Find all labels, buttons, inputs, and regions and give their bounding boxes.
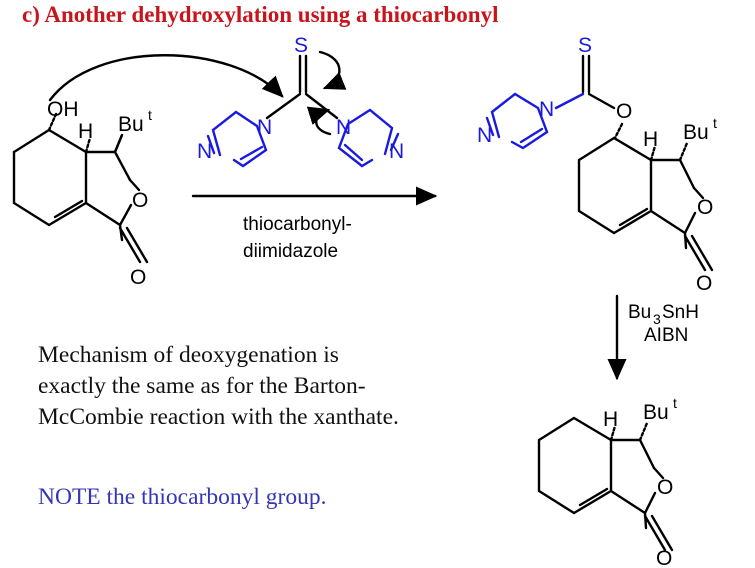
product-sulfur-label: S [578,34,592,57]
final-carbonyl-o-label: O [656,547,672,568]
product-tbutyl-label: Bu [683,121,709,144]
product-lactone-o-label: O [697,196,713,219]
note-line-1: Mechanism of deoxygenation is [38,342,339,368]
note-line-2: exactly the same as for the Barton- [38,373,366,399]
tcdi-sulfur-label: S [294,34,308,57]
tcdi-n3-label: N [197,140,212,163]
mechanism-note: Mechanism of deoxygenation is exactly th… [38,340,399,433]
product-n1-label: N [539,98,554,121]
tcdi-n1-label: N [257,116,272,139]
final-lactone-o-label: O [657,476,673,499]
product-h-label: H [643,128,658,151]
reagent2-line1: Bu 3 SnH [628,302,699,327]
tcdi-n1b-label: N [336,116,351,139]
ring-h-label: H [78,120,93,143]
product-n3-label: N [477,124,492,147]
imidazolide-product: S N N O H Bu t O O [477,34,717,295]
tbutyl-label: Bu [118,113,144,136]
final-h-label: H [603,408,618,431]
hashed-bond-h [84,136,92,154]
reagent1-line2: diimidazole [243,241,338,262]
stannane-label: SnH [662,302,699,323]
final-tbutyl-sup: t [673,395,677,411]
curved-arrow-thione [318,50,347,90]
carbonyl-o-label: O [130,266,146,289]
deoxygenated-product: H Bu t O O [537,395,677,568]
reagent2-line2: AIBN [644,325,688,346]
reagent1-line1: thiocarbonyl- [243,214,352,235]
thiocarbonyl-note: NOTE the thiocarbonyl group. [38,484,327,510]
product-carbonyl-o-label: O [696,272,712,295]
tributyl-label: Bu [628,302,651,323]
product-tbutyl-sup: t [713,115,717,131]
note-line-3: McCombie reaction with the xanthate. [38,404,399,430]
tcdi-reagent: S N N N N [197,34,404,168]
hashed-bond-oh [47,112,58,132]
curved-arrow-attack [48,54,284,102]
curved-arrow-leaving [306,106,332,136]
final-tbutyl-label: Bu [643,401,669,424]
hashed-bond-bu [113,133,124,154]
ring-bonds-left [12,128,88,227]
tcdi-n3b-label: N [389,140,404,163]
lactone-o-label: O [132,189,148,212]
tbutyl-sup: t [148,107,152,123]
hydroxyl-label: OH [47,98,79,121]
slide-title: c) Another dehydroxylation using a thioc… [22,2,499,27]
product-ester-o-label: O [616,100,632,123]
starting-alcohol: OH H Bu t O O [12,98,152,289]
tributyl-sub: 3 [653,311,661,327]
